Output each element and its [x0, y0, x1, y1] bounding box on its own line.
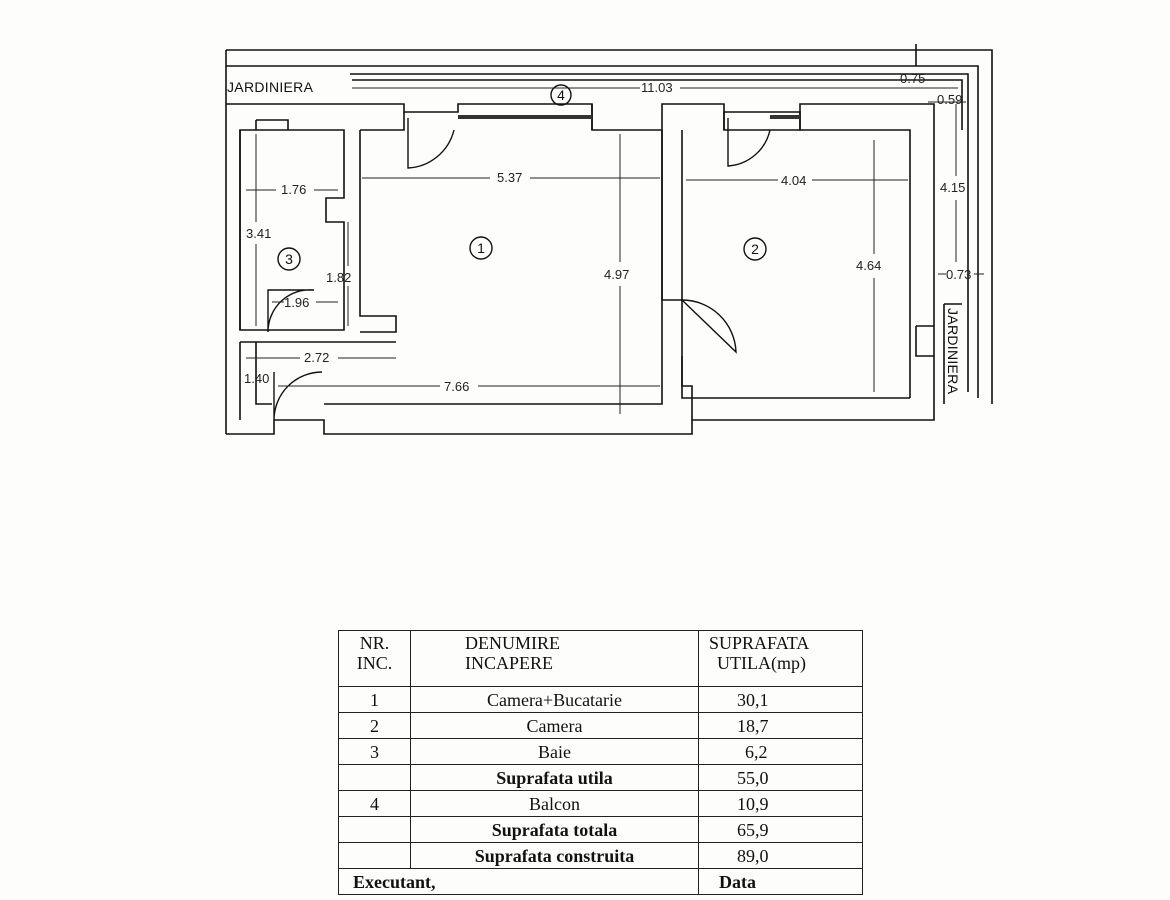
svg-text:4: 4: [557, 87, 565, 103]
terrace-outline-3: [350, 73, 969, 392]
dim-4-15: 4.15: [940, 180, 965, 195]
header-name: DENUMIRE INCAPERE: [410, 630, 699, 687]
table-row: 4 Balcon 10,9: [338, 790, 863, 817]
door-room2: [727, 118, 771, 167]
room-marker-2: 2: [743, 237, 767, 261]
wall-partition: [661, 130, 693, 420]
svg-text:3: 3: [285, 251, 293, 267]
table-footer-row: Executant, Data: [338, 868, 863, 895]
dim-0-75: 0.75: [900, 71, 925, 86]
svg-text:1: 1: [477, 240, 485, 256]
exterior-wall: [226, 103, 935, 435]
dim-total-length: 11.03: [641, 80, 673, 95]
door-entrance: [273, 371, 323, 421]
dim-0-59: 0.59: [937, 92, 962, 107]
dim-bath-width: 1.76: [281, 182, 306, 197]
executant-label: Executant,: [338, 868, 699, 895]
dim-room1-height: 4.97: [604, 267, 629, 282]
door-room1-room2: [681, 299, 737, 354]
area-table: NR. INC. DENUMIRE INCAPERE SUPRAFATA UTI…: [338, 630, 863, 895]
door-room1: [407, 118, 455, 169]
dim-room2-width: 4.04: [781, 173, 806, 188]
terrace-outline-4: [352, 79, 963, 130]
dim-2-72: 2.72: [304, 350, 329, 365]
table-row-subtotal: Suprafata utila 55,0: [338, 764, 863, 791]
table-row: 1 Camera+Bucatarie 30,1: [338, 686, 863, 713]
wall-room2-top: [723, 111, 911, 398]
table-row: 3 Baie 6,2: [338, 738, 863, 765]
wall-hall: [239, 341, 396, 420]
dim-room2-height: 4.64: [856, 258, 881, 273]
terrace-outline-outer: [226, 49, 993, 404]
table-row-built: Suprafata construita 89,0: [338, 842, 863, 869]
svg-text:2: 2: [751, 241, 759, 257]
terrace-label-side: JARDINIERA: [945, 308, 961, 395]
header-area: SUPRAFATA UTILA(mp): [698, 630, 863, 687]
floor-plan: JARDINIERA JARDINIERA 1 2 3 4 11.03 0.75…: [225, 44, 993, 435]
data-label: Data: [698, 868, 863, 895]
table-row-total: Suprafata totala 65,9: [338, 816, 863, 843]
dim-1-82: 1.82: [326, 270, 351, 285]
dim-0-73: 0.73: [946, 267, 971, 282]
table-header-row: NR. INC. DENUMIRE INCAPERE SUPRAFATA UTI…: [338, 630, 863, 687]
dim-bath-height: 3.41: [246, 226, 271, 241]
wall-bath: [239, 129, 345, 331]
dim-1-40: 1.40: [244, 371, 269, 386]
wall-room1-left: [359, 130, 397, 333]
dim-1-96: 1.96: [284, 295, 309, 310]
door-bath: [267, 289, 315, 333]
table-row: 2 Camera 18,7: [338, 712, 863, 739]
terrace-label-top: JARDINIERA: [227, 79, 314, 95]
terrace-outline-2: [226, 65, 979, 398]
dim-room1-width: 5.37: [497, 170, 522, 185]
dim-7-66: 7.66: [444, 379, 469, 394]
room-marker-1: 1: [469, 236, 493, 260]
room-marker-3: 3: [277, 247, 301, 271]
wall-room1-top: [360, 112, 405, 131]
header-nr: NR. INC.: [338, 630, 411, 687]
room-marker-4: 4: [550, 84, 572, 106]
